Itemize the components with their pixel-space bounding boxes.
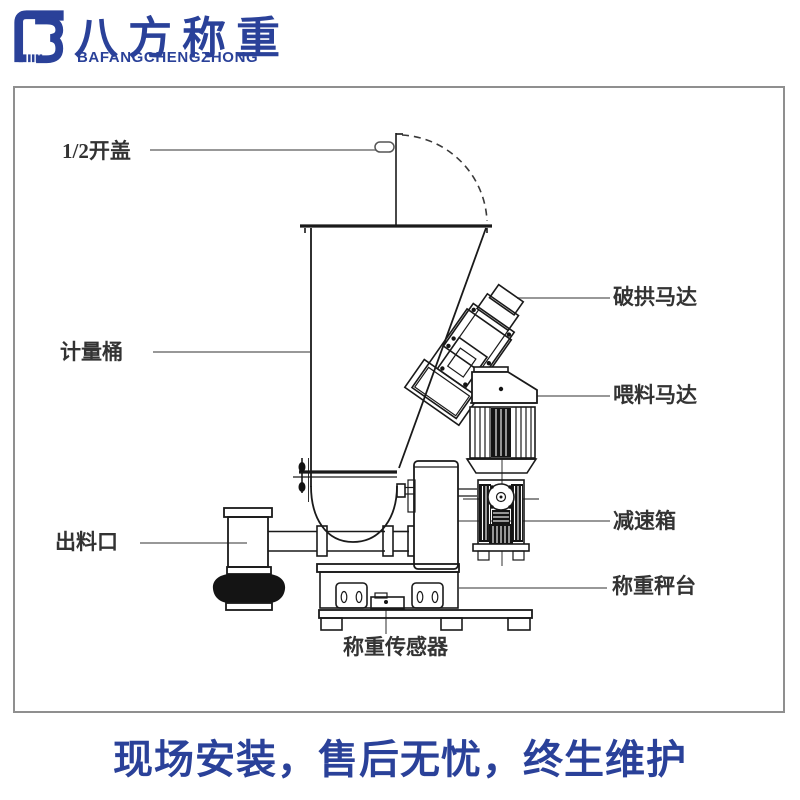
hopper-body bbox=[300, 224, 492, 543]
leader-lines bbox=[140, 149, 610, 634]
weigh-platform-drawing bbox=[316, 563, 533, 631]
label-feeding-motor: 喂料马达 bbox=[613, 383, 697, 407]
label-arch-breaking-motor: 破拱马达 bbox=[613, 285, 697, 309]
label-reduction-gearbox: 减速箱 bbox=[613, 509, 676, 533]
agitator-shaft bbox=[293, 458, 397, 493]
lid-assembly bbox=[374, 133, 488, 226]
brand-logo-icon bbox=[14, 10, 64, 64]
label-metering-barrel: 计量桶 bbox=[60, 340, 123, 364]
label-discharge-outlet: 出料口 bbox=[55, 530, 118, 554]
arch-motor-drawing bbox=[403, 283, 525, 427]
brand-name-en: BAFANGCHENGZHONG bbox=[77, 49, 259, 66]
feed-motor-drawing bbox=[465, 366, 538, 474]
label-weighing-platform: 称重秤台 bbox=[612, 574, 696, 598]
gearbox-housing bbox=[407, 460, 477, 570]
service-tagline: 现场安装，售后无忧，终生维护 bbox=[113, 738, 687, 782]
discharge-assembly bbox=[212, 483, 418, 611]
label-load-cell: 称重传感器 bbox=[343, 635, 448, 659]
worm-reducer-drawing bbox=[463, 459, 539, 566]
label-half-open-lid: 1/2开盖 bbox=[62, 139, 131, 163]
brand-name-cn: 八方称重 bbox=[74, 14, 290, 63]
